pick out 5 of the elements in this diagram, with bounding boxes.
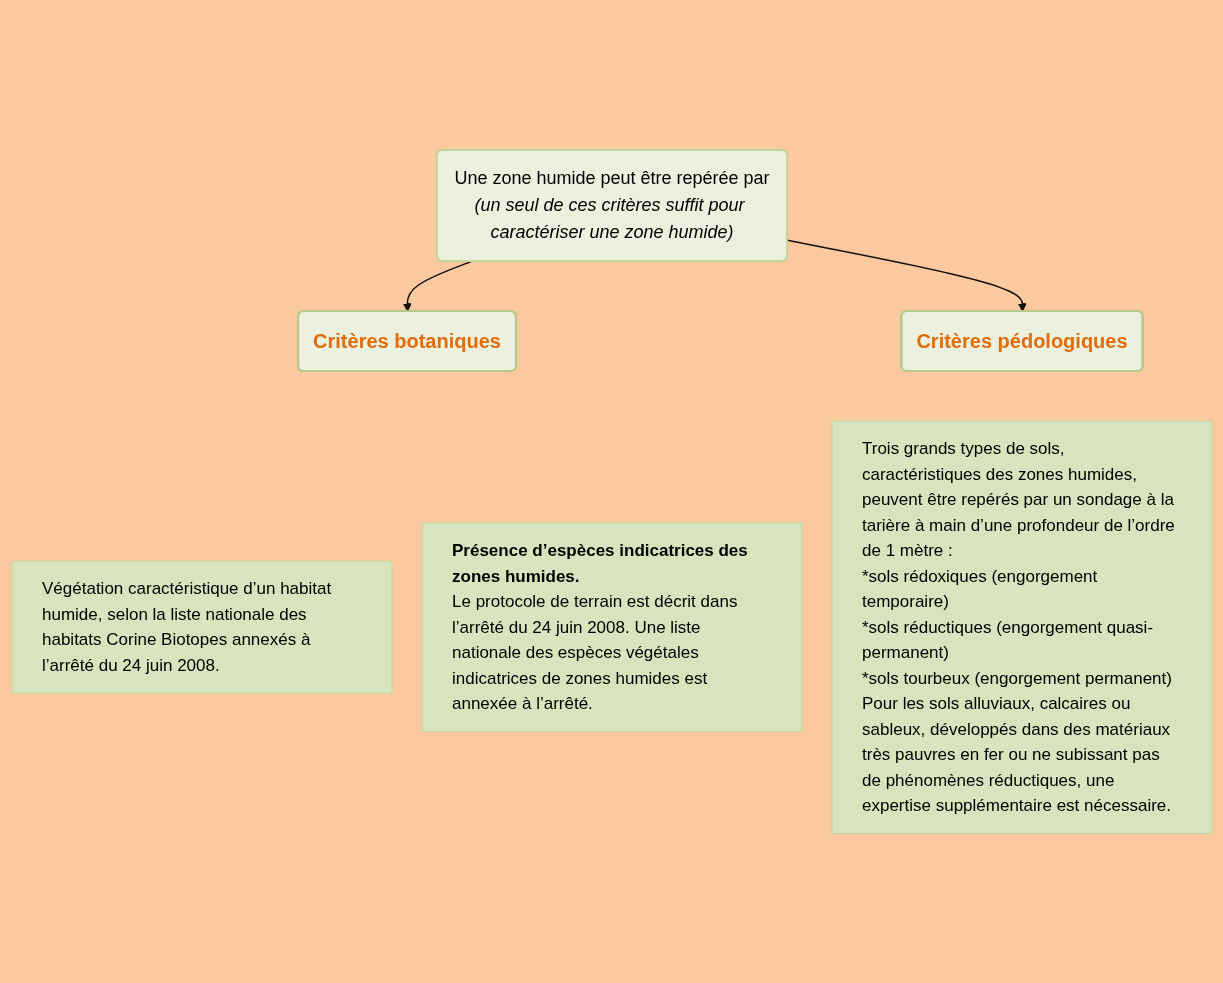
node-box: Présence d’espèces indicatrices des zones humides. Le protocole de terrain est décrit dans l’arrêté du 24 juin 2008. Une liste nationale des espèces végétales indicatrices de zones humides est annexée à l’arrêté. [421, 522, 802, 732]
arrow [402, 260, 472, 312]
arrow [786, 239, 1027, 312]
node-box: Végétation caractéristique d’un habitat humide, selon la liste nationale des habitats Corine Biotopes annexés à l’arrêté du 24 juin 2008. [11, 560, 392, 694]
node-box: Trois grands types de sols, caractéristiques des zones humides, peuvent être repérés par un sondage à la tarière à main d’une profondeur de l’ordre de 1 mètre : *sols rédoxiques (engorgement temporaire) *sols réductiques (engorgement quasi-permanent) *sols tourbeux (engorgement permanent) Pour les sols alluviaux, calcaires ou sableux, développés dans des matériaux très pauvres en fer ou ne subissant pas de phénomènes réductiques, une expertise supplémentaire est nécessaire. [831, 420, 1212, 834]
